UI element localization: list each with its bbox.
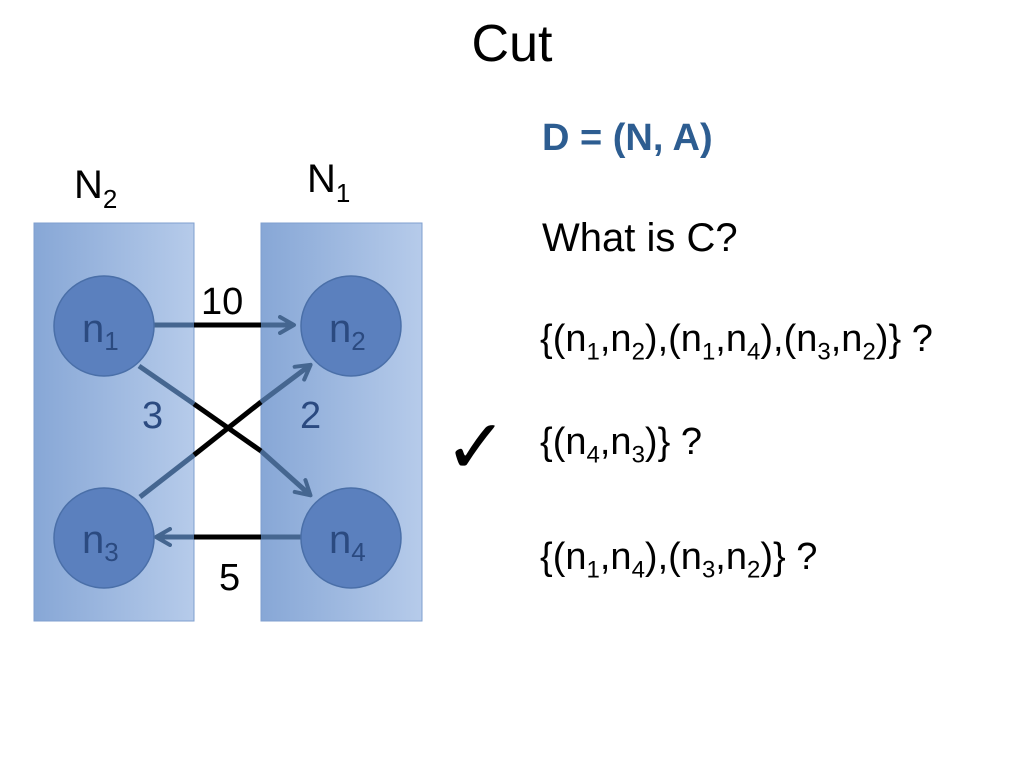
- option-3: {(n1,n4),(n3,n2)} ?: [540, 536, 818, 584]
- arc-weight-n1-n4: 3: [142, 395, 163, 437]
- arc-n3-n2-blue: [138, 453, 196, 499]
- arc-n3-n2-cross: [192, 400, 263, 457]
- node-label-n3: n3: [82, 518, 119, 567]
- slide-title: Cut: [471, 15, 553, 73]
- arc-weight-n4-n3: 5: [219, 557, 240, 599]
- node-label-n2: n2: [329, 307, 366, 356]
- arc-n1-n4-blue: [137, 363, 196, 407]
- node-n1: [53, 275, 155, 377]
- node-label-n1: n1: [82, 307, 119, 356]
- node-n4: [300, 487, 402, 589]
- node-n3: [53, 487, 155, 589]
- arc-n3-n2-head: [259, 362, 313, 404]
- check-mark-icon: ✓: [444, 402, 508, 491]
- graph-definition-heading: D = (N, A): [542, 117, 713, 159]
- node-n2: [300, 275, 402, 377]
- option-1: {(n1,n2),(n1,n4),(n3,n2)} ?: [540, 318, 933, 366]
- question-text: What is C?: [542, 216, 738, 260]
- arc-weight-n1-n2: 10: [201, 281, 243, 323]
- set-label-n1: N1: [307, 157, 350, 208]
- option-2: {(n4,n3)} ?: [540, 421, 702, 469]
- arc-weight-n3-n2: 2: [300, 395, 321, 437]
- arc-n1-n4-head: [259, 449, 313, 498]
- node-label-n4: n4: [329, 518, 366, 567]
- set-label-n2: N2: [74, 163, 117, 214]
